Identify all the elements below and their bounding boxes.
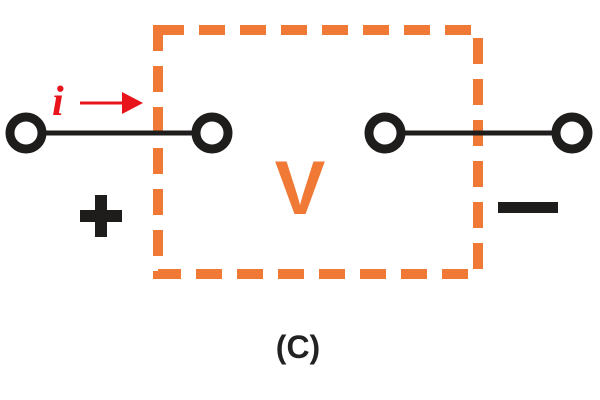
caption: (C) — [276, 329, 320, 365]
plus-sign-icon — [80, 195, 122, 237]
current-label: i — [52, 79, 64, 125]
left-inner-terminal — [191, 112, 233, 154]
current-arrow-icon — [80, 92, 143, 114]
right-outer-terminal — [551, 112, 593, 154]
element-box — [153, 25, 483, 279]
element-label: V — [275, 146, 326, 231]
minus-sign-icon — [498, 202, 558, 213]
left-outer-terminal — [5, 112, 47, 154]
right-inner-terminal — [364, 112, 406, 154]
